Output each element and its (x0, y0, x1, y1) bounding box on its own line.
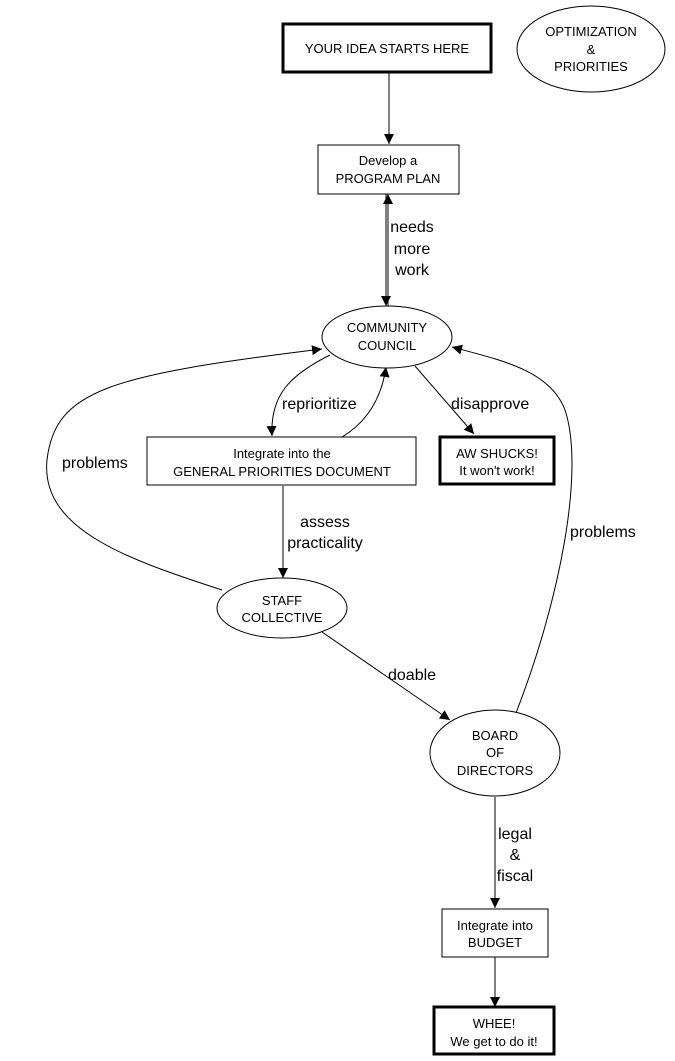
edge-staff-to-board (321, 631, 451, 721)
node-board-line-1: BOARD (472, 728, 518, 743)
node-aw-shucks[interactable]: AW SHUCKS! It won't work! (438, 435, 556, 486)
label-doable: doable (388, 667, 436, 684)
edge-council-to-priorities-doc (266, 354, 331, 437)
label-problems-left: problems (62, 455, 128, 472)
label-fiscal: fiscal (497, 868, 533, 885)
edge-labels: needs more work reprioritize disapprove … (62, 219, 636, 885)
label-practicality: practicality (287, 535, 363, 552)
node-council-line-2: COUNCIL (358, 338, 417, 353)
title-line-3: PRIORITIES (554, 59, 628, 74)
edge-board-to-council-problems (451, 344, 573, 714)
node-staff-line-1: STAFF (262, 593, 302, 608)
node-board-line-3: DIRECTORS (457, 763, 534, 778)
node-board-line-2: OF (486, 745, 504, 760)
label-needs-more-work-1: needs (390, 219, 434, 236)
edge-priorities-doc-to-council (341, 366, 390, 438)
node-whee-line-1: WHEE! (473, 1016, 516, 1031)
node-program-plan-line-1: Develop a (359, 153, 418, 168)
node-community-council[interactable]: COMMUNITY COUNCIL (321, 305, 453, 369)
node-aw-shucks-line-2: It won't work! (459, 463, 534, 478)
edge-staff-to-council-problems (46, 345, 323, 591)
node-start-text: YOUR IDEA STARTS HERE (305, 41, 470, 56)
node-board-of-directors[interactable]: BOARD OF DIRECTORS (429, 709, 561, 797)
node-aw-shucks-line-1: AW SHUCKS! (456, 446, 538, 461)
title-line-2: & (587, 42, 596, 57)
node-staff-collective[interactable]: STAFF COLLECTIVE (216, 577, 348, 639)
node-budget-line-1: Integrate into (457, 918, 533, 933)
node-program-plan-line-2: PROGRAM PLAN (336, 171, 441, 186)
node-priorities-document[interactable]: Integrate into the GENERAL PRIORITIES DO… (146, 436, 417, 486)
node-priorities-line-2: GENERAL PRIORITIES DOCUMENT (173, 464, 391, 479)
title-line-1: OPTIMIZATION (545, 24, 636, 39)
label-reprioritize: reprioritize (282, 396, 357, 413)
node-budget[interactable]: Integrate into BUDGET (441, 908, 549, 958)
node-staff-line-2: COLLECTIVE (242, 610, 323, 625)
node-whee-line-2: We get to do it! (450, 1034, 537, 1049)
edges (46, 72, 573, 1007)
label-needs-more-work-2: more (394, 241, 431, 258)
node-program-plan[interactable]: Develop a PROGRAM PLAN (317, 144, 460, 195)
node-budget-line-2: BUDGET (468, 935, 522, 950)
label-assess: assess (300, 514, 350, 531)
node-start[interactable]: YOUR IDEA STARTS HERE (281, 22, 493, 74)
node-priorities-line-1: Integrate into the (233, 446, 331, 461)
label-needs-more-work-3: work (394, 262, 430, 279)
title-ellipse: OPTIMIZATION & PRIORITIES (516, 5, 666, 93)
label-problems-right: problems (570, 524, 636, 541)
edge-council-to-aw-shucks (414, 365, 475, 435)
label-disapprove: disapprove (451, 396, 529, 413)
label-legal: legal (498, 826, 532, 843)
label-and: & (510, 847, 521, 864)
node-whee[interactable]: WHEE! We get to do it! (432, 1005, 556, 1056)
node-council-line-1: COMMUNITY (347, 320, 427, 335)
